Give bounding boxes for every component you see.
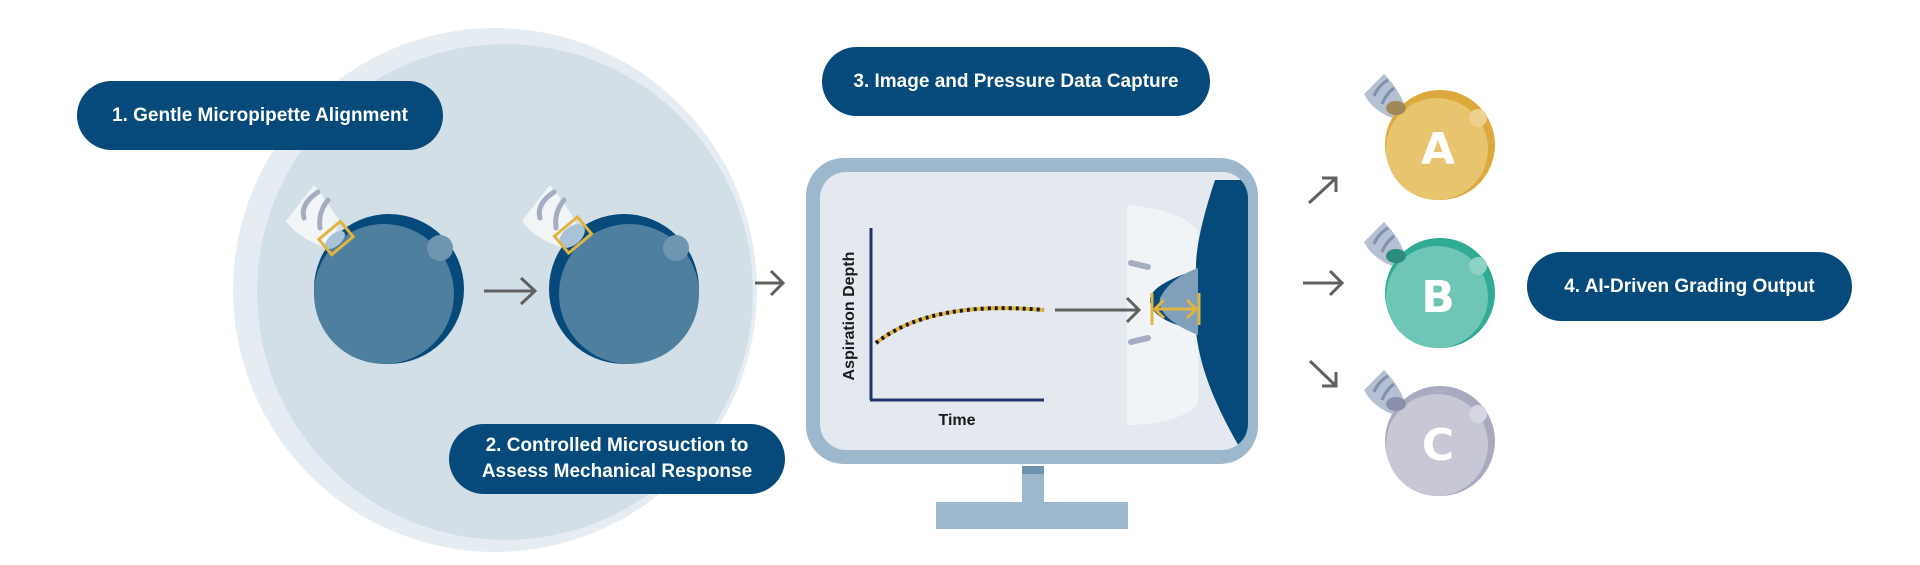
- step-4-text: 4. AI-Driven Grading Output: [1564, 275, 1815, 297]
- step-2-label: 2. Controlled Microsuction to Assess Mec…: [449, 424, 785, 494]
- grade-letter: C: [1422, 420, 1454, 471]
- micropipette-icon: [286, 185, 356, 257]
- cell-1: [286, 185, 464, 364]
- micropipette-icon: [522, 185, 594, 256]
- cell-membrane: [1150, 180, 1248, 448]
- arrow-down-right-icon: [1308, 359, 1338, 388]
- arrow-right-icon: [1055, 296, 1142, 324]
- monitor-base: [936, 502, 1128, 529]
- grade-c-badge: C: [1364, 370, 1495, 496]
- step-2-text-line2: Assess Mechanical Response: [481, 461, 753, 482]
- step-1-label: 1. Gentle Micropipette Alignment: [77, 81, 443, 150]
- step-4-label: 4. AI-Driven Grading Output: [1527, 252, 1852, 321]
- cell-2: [522, 185, 699, 364]
- step-3-label: 3. Image and Pressure Data Capture: [822, 47, 1210, 116]
- arrow-right-icon: [484, 276, 538, 306]
- monitor: Aspiration Depth Time: [806, 158, 1258, 529]
- grade-b-badge: B: [1364, 222, 1495, 348]
- aspiration-length-indicator: [1150, 293, 1201, 325]
- grade-letter: A: [1421, 124, 1455, 175]
- step-1-text: 1. Gentle Micropipette Alignment: [112, 104, 408, 126]
- step-2-text-line1: 2. Controlled Microsuction to: [485, 435, 749, 456]
- grade-a-badge: A: [1364, 74, 1495, 200]
- aspiration-curve-dots: [874, 306, 1045, 345]
- arrow-right-icon: [1303, 269, 1345, 297]
- grade-letter: B: [1421, 272, 1455, 323]
- arrow-up-right-icon: [1307, 176, 1338, 205]
- step-3-text: 3. Image and Pressure Data Capture: [853, 70, 1179, 92]
- arrow-right-icon: [755, 269, 786, 297]
- x-axis-label: Time: [938, 412, 975, 429]
- y-axis-label: Aspiration Depth: [841, 252, 858, 381]
